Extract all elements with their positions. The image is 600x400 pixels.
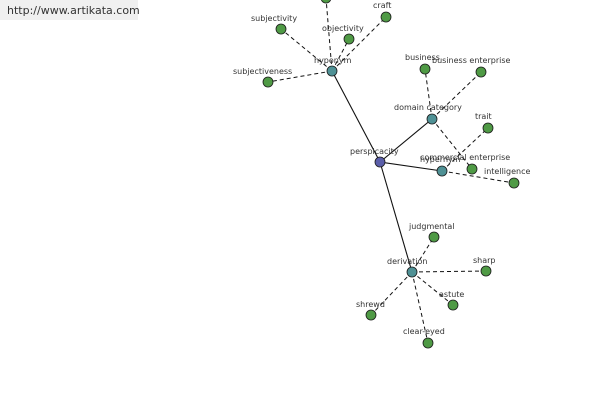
node-label-derivation[interactable]: derivation <box>387 257 427 266</box>
edge-hyponym-1-craft <box>331 16 387 72</box>
node-label-hyponym-1[interactable]: hyponym <box>314 56 352 65</box>
edges-layer <box>267 0 515 344</box>
edge-hyponym-1-offscreen-top <box>325 0 333 72</box>
edge-domain-category-business <box>424 68 433 120</box>
labels-layer: perspicacity hyponym subjectivity objectivi… <box>233 1 530 336</box>
node-sharp[interactable] <box>480 265 492 277</box>
node-label-subjectiveness[interactable]: subjectiveness <box>233 67 292 76</box>
node-trait[interactable] <box>482 122 494 134</box>
edge-domain-category-commercial-enterprise <box>431 118 473 170</box>
edge-derivation-shrewd <box>370 271 413 316</box>
node-intelligence[interactable] <box>508 177 520 189</box>
node-label-business-enterprise[interactable]: business enterprise <box>432 56 511 65</box>
edge-derivation-sharp <box>411 270 487 273</box>
node-subjectivity[interactable] <box>275 23 287 35</box>
node-offscreen-top[interactable] <box>320 0 332 4</box>
node-label-sharp[interactable]: sharp <box>473 256 496 265</box>
node-domain-category[interactable] <box>426 113 438 125</box>
node-label-objectivity[interactable]: objectivity <box>322 24 364 33</box>
node-label-subjectivity[interactable]: subjectivity <box>251 14 297 23</box>
edge-derivation-clear-eyed <box>411 271 429 344</box>
edge-hyponym-1-objectivity <box>331 38 350 72</box>
node-label-craft[interactable]: craft <box>373 1 391 10</box>
edge-derivation-astute <box>411 271 454 306</box>
node-clear-eyed[interactable] <box>422 337 434 349</box>
node-label-clear-eyed[interactable]: clear-eyed <box>403 327 445 336</box>
node-craft[interactable] <box>380 11 392 23</box>
node-judgmental[interactable] <box>428 231 440 243</box>
edge-perspicacity-hypernym <box>379 161 443 172</box>
edge-hypernym-intelligence <box>441 170 515 184</box>
node-label-commercial-enterprise[interactable]: commercial enterprise <box>420 153 510 162</box>
node-label-domain-category[interactable]: domain category <box>394 103 462 112</box>
edge-derivation-judgmental <box>411 236 435 273</box>
nodes-layer <box>262 0 520 349</box>
node-label-intelligence[interactable]: intelligence <box>484 167 530 176</box>
node-label-hypernym[interactable]: hypernym <box>420 155 461 164</box>
node-business-enterprise[interactable] <box>475 66 487 78</box>
node-label-shrewd[interactable]: shrewd <box>356 300 385 309</box>
node-label-judgmental[interactable]: judgmental <box>408 222 455 231</box>
site-url-banner[interactable]: http://www.artikata.com <box>0 0 140 20</box>
edge-perspicacity-derivation <box>379 161 413 273</box>
node-label-perspicacity[interactable]: perspicacity <box>350 147 399 156</box>
node-label-astute[interactable]: astute <box>439 290 464 299</box>
node-subjectiveness[interactable] <box>262 76 274 88</box>
edge-hypernym-trait <box>441 127 489 172</box>
node-objectivity[interactable] <box>343 33 355 45</box>
node-hyponym-1[interactable] <box>326 65 338 77</box>
node-label-business[interactable]: business <box>405 53 440 62</box>
node-derivation[interactable] <box>406 266 418 278</box>
node-perspicacity[interactable] <box>374 156 386 168</box>
edge-perspicacity-hyponym-1 <box>331 70 381 163</box>
node-astute[interactable] <box>447 299 459 311</box>
edge-domain-category-business-enterprise <box>431 71 482 120</box>
node-label-trait[interactable]: trait <box>475 112 492 121</box>
node-shrewd[interactable] <box>365 309 377 321</box>
node-business[interactable] <box>419 63 431 75</box>
edge-perspicacity-domain-category <box>379 118 433 163</box>
node-commercial-enterprise[interactable] <box>466 163 478 175</box>
edge-hyponym-1-subjectiveness <box>267 70 333 83</box>
node-hypernym[interactable] <box>436 165 448 177</box>
